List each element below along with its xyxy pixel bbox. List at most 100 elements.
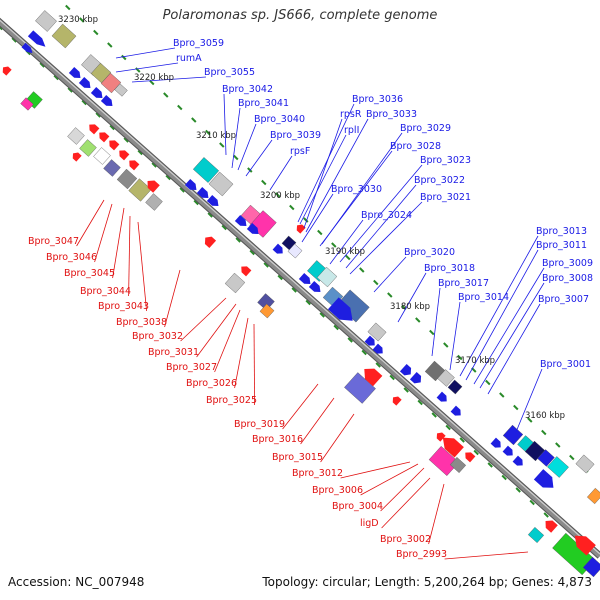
label-leader-line [428,483,445,545]
forward-gene-label: Bpro_3022 [414,175,465,186]
gene-arrow [364,368,383,387]
reverse-gene-label: Bpro_3025 [206,395,257,406]
label-leader-line [320,413,355,463]
forward-gene-label: Bpro_3055 [204,67,255,78]
gene-arrow [465,452,476,463]
gene-feature [51,23,77,49]
gene-arrow [109,140,120,151]
gene-arrow [246,223,259,235]
gene-arrow [533,469,554,488]
tick-mark [513,404,519,411]
tick-mark [67,87,73,93]
tick-mark [289,204,295,211]
reverse-gene-label: Bpro_3004 [332,501,383,512]
tick-mark [93,29,99,36]
label-leader-line [164,269,181,328]
gene-arrow [72,152,82,162]
reverse-gene-label: Bpro_3015 [272,452,323,463]
forward-gene-label: Bpro_3033 [366,109,417,120]
forward-gene-label: Bpro_3011 [536,240,587,251]
forward-gene-label: Bpro_3036 [352,94,403,105]
gene-feature [502,424,524,446]
label-leader-line [299,134,347,225]
backbone-highlight [0,19,600,555]
tick-mark [107,42,113,48]
forward-gene-label: Bpro_3014 [458,292,509,303]
reverse-gene-label: Bpro_3002 [380,534,431,545]
tick-mark [359,267,365,273]
label-leader-line [479,282,545,389]
forward-gene-label: Bpro_3059 [173,38,224,49]
label-leader-line [297,103,355,223]
gene-feature [428,445,460,477]
gene-arrow [436,391,447,402]
tick-mark [249,249,255,256]
tick-mark [389,374,395,381]
gene-arrow [272,243,283,254]
reverse-gene-label: Bpro_2993 [396,549,447,560]
gene-arrow [90,87,103,99]
tick-mark [417,399,423,406]
gene-arrow [99,132,110,143]
label-leader-line [459,235,539,377]
reverse-gene-label: Bpro_3016 [252,434,303,445]
gene-arrow [204,236,217,249]
scale-label: 3190 kbp [325,247,365,257]
gene-feature [437,369,455,387]
tick-mark [443,342,449,348]
tick-mark [65,4,71,11]
gene-feature [537,449,555,467]
label-leader-line [381,477,431,529]
label-leader-line [339,164,423,263]
tick-mark [207,212,213,218]
label-leader-line [380,467,425,512]
gene-arrow [196,187,209,199]
reverse-gene-label: Bpro_3019 [234,419,285,430]
gene-feature [257,293,275,311]
gene-feature [259,303,275,319]
tick-mark [79,17,85,23]
tick-mark [415,317,421,323]
reverse-gene-label: Bpro_3026 [186,378,237,389]
topology-summary: Topology: circular; Length: 5,200,264 bp… [262,575,592,589]
tick-mark [137,149,143,156]
reverse-gene-label: Bpro_3046 [46,252,97,263]
forward-gene-label: Bpro_3020 [404,247,455,258]
gene-arrow [129,160,140,171]
reverse-gene-label: Bpro_3031 [148,347,199,358]
gene-arrow [399,363,412,376]
gene-feature [208,171,234,197]
gene-arrow [490,437,501,448]
gene-arrow [392,396,402,406]
label-leader-line [94,203,113,263]
tick-mark [403,387,409,393]
accession-text: Accession: NC_007948 [8,575,145,589]
gene-arrow [308,281,321,293]
backbone [0,17,600,559]
tick-mark [345,254,351,261]
label-leader-line [300,397,335,445]
scale-label: 3160 kbp [525,411,565,421]
gene-feature [192,157,220,183]
gene-arrow [241,266,252,277]
gene-feature [114,83,128,97]
gene-feature [287,243,303,259]
forward-gene-label: Bpro_3007 [538,294,589,305]
scale-label: 3200 kbp [260,191,300,201]
tick-mark [541,429,547,436]
gene-arrow [574,535,596,556]
reverse-gene-label: Bpro_3038 [116,317,167,328]
tick-mark [317,229,323,236]
tick-mark [429,329,435,336]
forward-gene-label: Bpro_3040 [254,114,305,125]
tick-mark [53,74,59,81]
label-leader-line [397,272,427,323]
gene-arrow [119,150,130,161]
gene-arrow [436,432,446,442]
forward-gene-label: rplI [344,125,359,136]
gene-arrow [298,273,311,285]
forward-gene-label: Bpro_3017 [438,278,489,289]
gene-feature [527,526,545,544]
